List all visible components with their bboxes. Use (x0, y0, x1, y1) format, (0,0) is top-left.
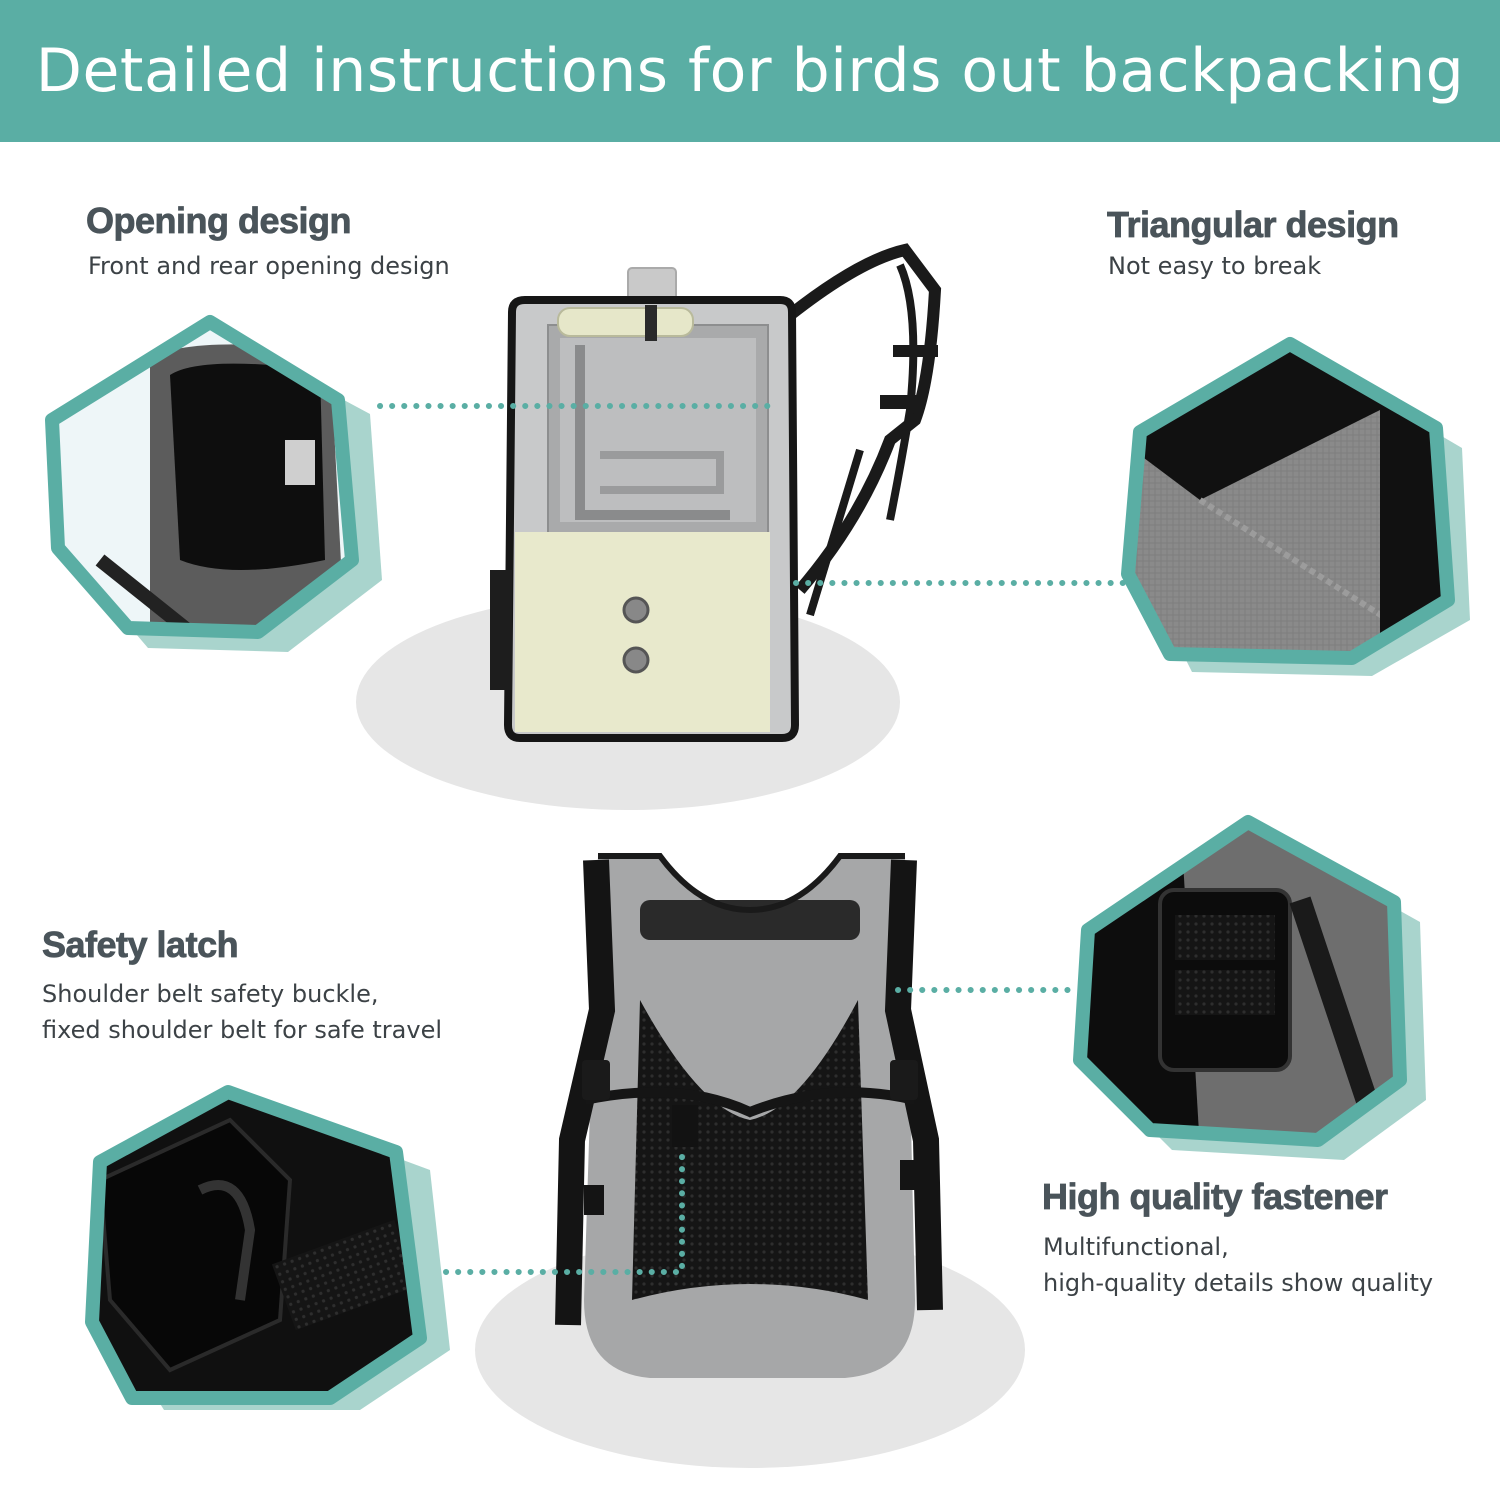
feature-desc-fastener-line1: Multifunctional, (1043, 1233, 1229, 1261)
ladder-buckle-photo (1073, 815, 1426, 1160)
feature-desc-latch-line1: Shoulder belt safety buckle, (42, 980, 379, 1008)
side-release-buckle-photo (85, 1085, 450, 1410)
front-backpack-photo (490, 243, 942, 742)
feature-title-latch: Safety latch (42, 924, 239, 966)
header-banner: Detailed instructions for birds out back… (0, 0, 1500, 142)
feature-title-triangular: Triangular design (1107, 204, 1400, 246)
feature-title-fastener: High quality fastener (1042, 1176, 1389, 1218)
feature-desc-fastener-line2: high-quality details show quality (1043, 1269, 1434, 1297)
feature-title-opening: Opening design (86, 200, 352, 242)
connector-lines (377, 403, 1127, 1275)
feature-desc-latch-line2: fixed shoulder belt for safe travel (42, 1016, 442, 1044)
back-backpack-photo (555, 853, 943, 1378)
feature-desc-opening: Front and rear opening design (88, 252, 450, 280)
seam-detail-photo (1121, 337, 1470, 676)
opening-detail-photo (45, 315, 382, 652)
page-title: Detailed instructions for birds out back… (35, 36, 1465, 106)
feature-desc-triangular: Not easy to break (1108, 252, 1322, 280)
connector-latch (443, 1147, 685, 1275)
